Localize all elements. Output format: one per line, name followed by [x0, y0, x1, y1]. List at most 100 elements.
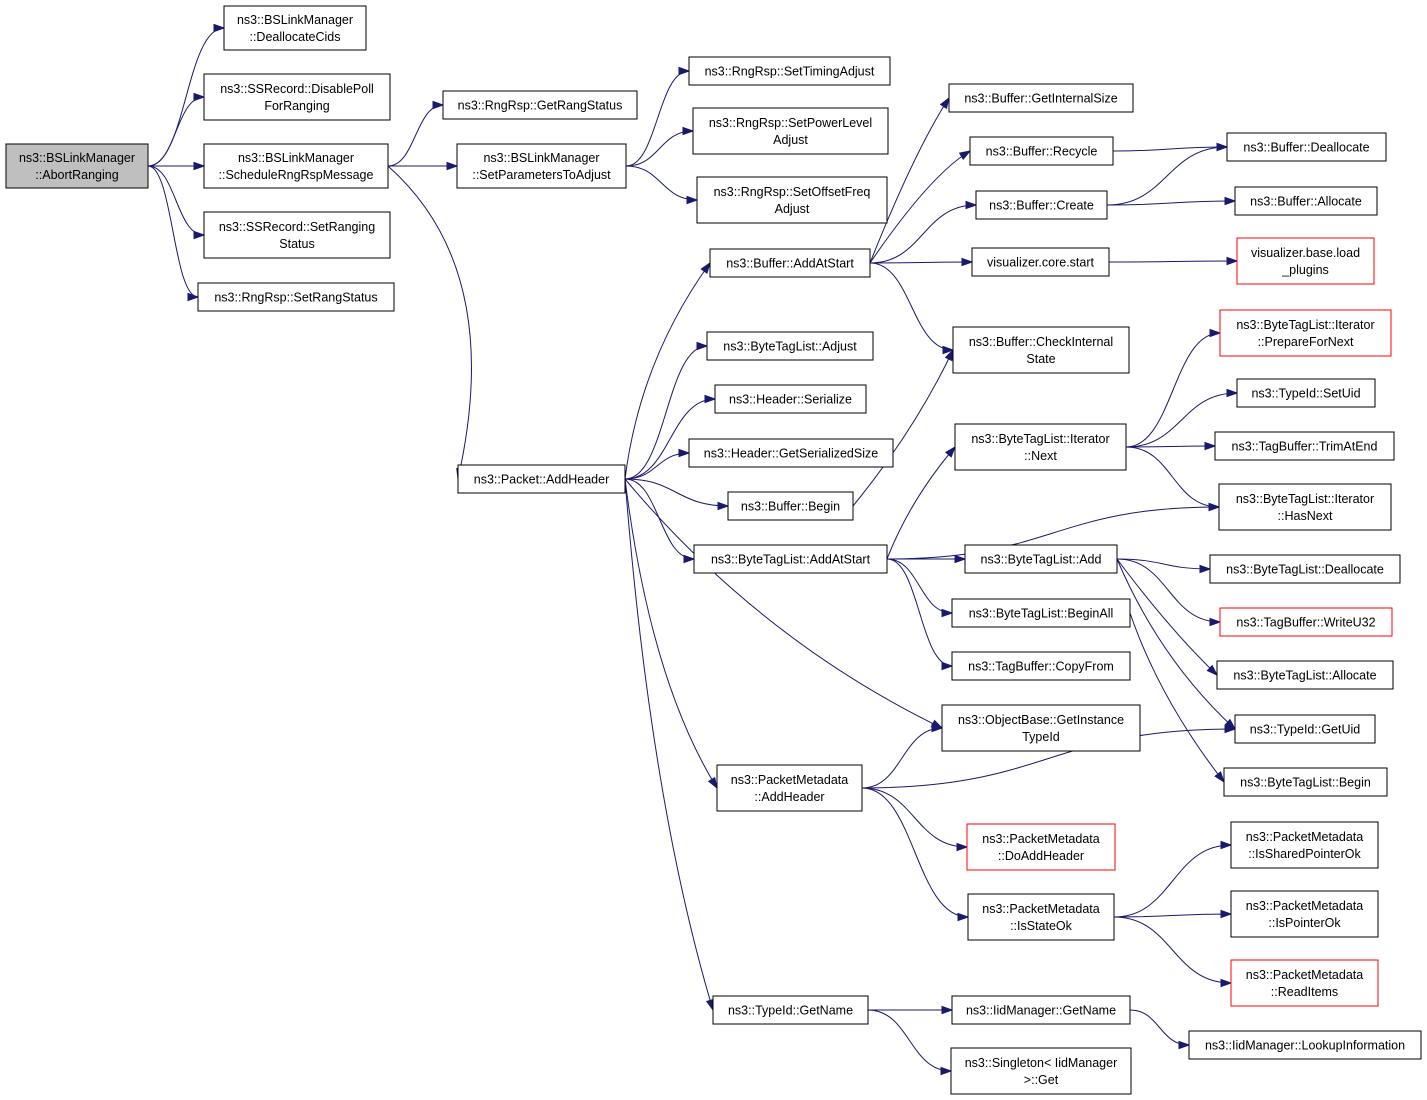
edge-n27-n44 — [1116, 558, 1237, 731]
graph-node-n29[interactable]: ns3::TagBuffer::CopyFrom — [951, 651, 1131, 681]
graph-node-n15[interactable]: ns3::Header::GetSerializedSize — [688, 438, 894, 468]
arrowhead-icon — [1220, 840, 1233, 850]
graph-node-n45[interactable]: ns3::ByteTagList::Begin — [1223, 767, 1388, 797]
graph-node-n41[interactable]: ns3::ByteTagList::Deallocate — [1209, 554, 1401, 584]
graph-node-n37[interactable]: ns3::ByteTagList::Iterator::PrepareForNe… — [1219, 309, 1392, 357]
graph-node-n49[interactable]: ns3::IidManager::LookupInformation — [1188, 1030, 1422, 1060]
edge-line — [1129, 612, 1225, 783]
node-box — [951, 598, 1131, 628]
node-box — [442, 90, 638, 120]
graph-node-n17[interactable]: ns3::ByteTagList::AddAtStart — [693, 544, 888, 574]
graph-node-n5[interactable]: ns3::RngRsp::SetRangStatus — [197, 282, 395, 312]
graph-node-n27[interactable]: ns3::ByteTagList::Add — [964, 544, 1118, 574]
edge-n17-n28 — [886, 558, 954, 618]
node-box — [696, 176, 888, 224]
graph-node-n22[interactable]: ns3::Buffer::Recycle — [969, 136, 1114, 166]
graph-node-n14[interactable]: ns3::Header::Serialize — [714, 384, 867, 414]
arrowhead-icon — [1226, 256, 1239, 266]
edge-line — [1113, 844, 1232, 918]
graph-node-n28[interactable]: ns3::ByteTagList::BeginAll — [951, 598, 1131, 628]
edge-n8-n14 — [624, 394, 717, 480]
edge-n26-n39 — [1125, 441, 1217, 451]
edge-n23-n34 — [1106, 142, 1229, 206]
edge-line — [387, 165, 472, 480]
edge-n8-n13 — [624, 341, 709, 480]
edge-n8-n12 — [624, 261, 711, 480]
node-label: ns3::Buffer::Begin — [741, 500, 840, 514]
edge-n27-n42 — [1116, 558, 1222, 627]
node-box — [1219, 607, 1393, 637]
graph-node-n32[interactable]: ns3::IidManager::GetName — [951, 995, 1131, 1025]
graph-node-n3[interactable]: ns3::BSLinkManager::ScheduleRngRspMessag… — [203, 143, 389, 189]
graph-node-n44[interactable]: ns3::TypeId::GetUid — [1234, 714, 1376, 744]
graph-node-n21[interactable]: ns3::Buffer::GetInternalSize — [948, 83, 1134, 113]
graph-node-n20[interactable]: ns3::TypeId::GetName — [712, 995, 869, 1025]
graph-node-n12[interactable]: ns3::Buffer::AddAtStart — [709, 248, 871, 278]
node-box — [688, 438, 894, 468]
edge-line — [1125, 392, 1238, 448]
graph-node-n39[interactable]: ns3::TagBuffer::TrimAtEnd — [1214, 431, 1395, 461]
graph-node-n34[interactable]: ns3::Buffer::Deallocate — [1226, 132, 1387, 162]
graph-node-n0[interactable]: ns3::BSLinkManager::AbortRanging — [5, 143, 149, 189]
graph-node-n13[interactable]: ns3::ByteTagList::Adjust — [706, 331, 874, 361]
edge-line — [624, 478, 729, 507]
node-box — [688, 56, 891, 86]
node-label: >::Get — [1024, 1073, 1059, 1087]
graph-node-n1[interactable]: ns3::BSLinkManager::DeallocateCids — [223, 5, 367, 51]
graph-node-n30[interactable]: ns3::PacketMetadata::DoAddHeader — [966, 823, 1116, 871]
graph-node-n46[interactable]: ns3::PacketMetadata::IsSharedPointerOk — [1230, 821, 1379, 869]
node-label: ns3::ByteTagList::AddAtStart — [711, 553, 871, 567]
graph-node-n6[interactable]: ns3::RngRsp::GetRangStatus — [442, 90, 638, 120]
node-label: ns3::BSLinkManager — [19, 151, 135, 165]
edge-line — [869, 150, 971, 264]
node-label: ns3::ByteTagList::BeginAll — [969, 607, 1114, 621]
node-box — [203, 143, 389, 189]
edge-line — [624, 262, 711, 480]
edge-line — [861, 727, 943, 789]
node-box — [197, 282, 395, 312]
graph-node-n31[interactable]: ns3::PacketMetadata::IsStateOk — [967, 893, 1115, 941]
graph-node-n26[interactable]: ns3::ByteTagList::Iterator::Next — [954, 423, 1127, 471]
node-box — [1234, 714, 1376, 744]
graph-node-n40[interactable]: ns3::ByteTagList::Iterator::HasNext — [1218, 483, 1392, 531]
node-label: ::AddHeader — [754, 790, 824, 804]
graph-node-n7[interactable]: ns3::BSLinkManager::SetParametersToAdjus… — [456, 143, 627, 189]
graph-node-n42[interactable]: ns3::TagBuffer::WriteU32 — [1219, 607, 1393, 637]
graph-node-n36[interactable]: visualizer.base.load_plugins — [1236, 237, 1375, 285]
node-label: ns3::SSRecord::DisablePoll — [220, 82, 374, 96]
graph-node-n16[interactable]: ns3::Buffer::Begin — [727, 491, 854, 521]
arrowhead-icon — [944, 348, 954, 362]
graph-node-n9[interactable]: ns3::RngRsp::SetTimingAdjust — [688, 56, 891, 86]
edge-line — [147, 165, 199, 298]
node-box — [727, 491, 854, 521]
node-box — [1226, 132, 1387, 162]
graph-node-n43[interactable]: ns3::ByteTagList::Allocate — [1216, 660, 1394, 690]
graph-node-n23[interactable]: ns3::Buffer::Create — [975, 190, 1108, 220]
graph-node-n8[interactable]: ns3::Packet::AddHeader — [457, 464, 626, 494]
node-box — [1214, 431, 1395, 461]
graph-node-n19[interactable]: ns3::PacketMetadata::AddHeader — [716, 764, 863, 812]
graph-node-n35[interactable]: ns3::Buffer::Allocate — [1234, 186, 1378, 216]
edge-n20-n33 — [867, 1009, 953, 1076]
graph-node-n38[interactable]: ns3::TypeId::SetUid — [1236, 378, 1376, 408]
graph-node-n47[interactable]: ns3::PacketMetadata::IsPointerOk — [1230, 890, 1379, 938]
edge-line — [886, 506, 1220, 560]
node-label: ns3::Header::Serialize — [729, 393, 852, 407]
edge-line — [861, 787, 968, 848]
arrowhead-icon — [1209, 328, 1222, 338]
node-label: ns3::PacketMetadata — [1246, 899, 1363, 913]
node-label: ForRanging — [264, 99, 329, 113]
arrowhead-icon — [187, 292, 200, 302]
node-label: ns3::Buffer::GetInternalSize — [964, 92, 1117, 106]
graph-node-n24[interactable]: visualizer.core.start — [971, 247, 1110, 277]
graph-node-n33[interactable]: ns3::Singleton< IidManager>::Get — [950, 1047, 1132, 1095]
edge-n17-n27 — [886, 554, 967, 564]
node-label: ns3::TagBuffer::CopyFrom — [968, 660, 1114, 674]
graph-node-n48[interactable]: ns3::PacketMetadata::ReadItems — [1230, 959, 1379, 1007]
